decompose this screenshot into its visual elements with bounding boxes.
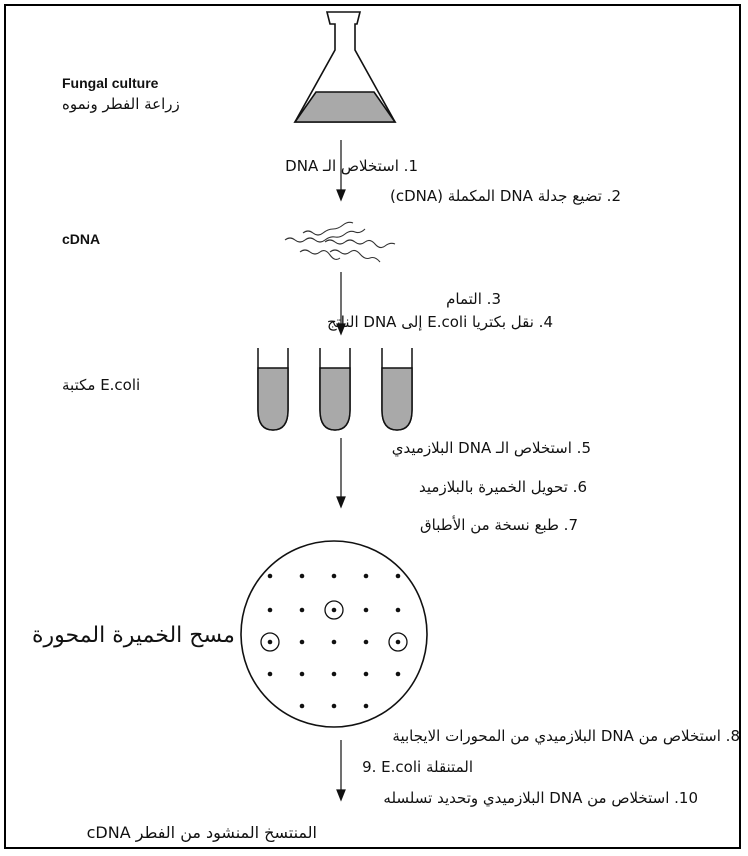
test-tubes-icon	[257, 348, 413, 431]
step-1: 1. استخلاص الـ DNA	[285, 157, 418, 175]
label-final-cdna: cDNA المنتسخ المنشود من الفطر	[86, 823, 317, 842]
diagram-frame	[4, 4, 741, 849]
petri-plate-icon	[240, 540, 428, 728]
label-fungal-culture-ar: زراعة الفطر ونموه	[62, 95, 180, 113]
label-yeast-screen: مسح الخميرة المحورة	[32, 623, 235, 648]
label-fungal-culture: Fungal culture	[62, 75, 159, 91]
cdna-strands-icon	[284, 221, 396, 263]
step-9: 9. E.coli المتنقلة	[362, 758, 473, 776]
step-8: 8. استخلاص من DNA البلازميدي من المحورات…	[392, 727, 740, 745]
step-2: 2. تضيع جدلة DNA المكملة (cDNA)	[389, 187, 621, 205]
step-6: 6. تحويل الخميرة بالبلازميد	[419, 478, 587, 496]
step-5: 5. استخلاص الـ DNA البلازميدي	[391, 439, 591, 457]
label-ecoli-library: مكتبة E.coli	[62, 376, 141, 394]
step-3: 3. التمام	[446, 290, 501, 308]
label-cdna: cDNA	[62, 231, 101, 247]
step-4: 4. نقل بكتريا E.coli إلى DNA الناتج	[326, 313, 553, 331]
flask-icon	[293, 11, 397, 123]
step-7: 7. طبع نسخة من الأطباق	[420, 516, 578, 534]
step-10: 10. استخلاص من DNA البلازميدي وتحديد تسل…	[383, 789, 698, 807]
